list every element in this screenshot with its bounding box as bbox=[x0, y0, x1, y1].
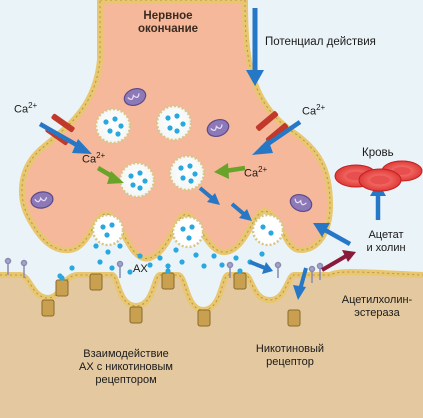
interaction-line1: Взаимодействие bbox=[83, 348, 169, 360]
hydrolysis-arrow bbox=[321, 250, 356, 272]
calcium-charge: 2+ bbox=[28, 101, 38, 110]
interaction-line3: рецептором bbox=[95, 374, 157, 386]
nicotinic-receptors bbox=[41, 268, 301, 327]
synaptic-vesicle-4 bbox=[168, 154, 206, 192]
calcium-influx-arrow-right bbox=[252, 120, 302, 155]
calcium-influx-arrow-left bbox=[38, 122, 92, 154]
calcium-label-right: Ca2+ bbox=[302, 103, 325, 118]
calcium-label-inner-left: Ca2+ bbox=[82, 151, 105, 166]
nicotinic-receptor-label: Никотиновый рецептор bbox=[240, 343, 340, 369]
acetate-choline-label: Ацетат и холин bbox=[357, 229, 415, 255]
synaptic-vesicle-1 bbox=[94, 107, 132, 145]
calcium-charge: 2+ bbox=[258, 165, 268, 174]
interaction-line2: АХ с никотиновым bbox=[78, 361, 173, 373]
diffusion-arrow bbox=[313, 223, 352, 246]
calcium-channel-right bbox=[255, 111, 289, 143]
fusing-vesicle-3 bbox=[251, 213, 285, 247]
ache-line1: Ацетилхолин- bbox=[341, 294, 413, 306]
mitochondrion-1 bbox=[123, 87, 147, 107]
calcium-vesicle-arrow-left bbox=[96, 166, 124, 184]
release-arrows bbox=[198, 186, 273, 274]
receptor-line2: рецептор bbox=[266, 356, 314, 368]
calcium-base: Ca bbox=[14, 103, 29, 116]
muscle-cell bbox=[0, 271, 423, 418]
acetylcholinesterase-molecules bbox=[4, 257, 324, 283]
red-blood-cells bbox=[334, 160, 423, 192]
ach-molecules bbox=[57, 243, 265, 279]
nerve-ending-line1: Нервное bbox=[143, 10, 193, 22]
mitochondrion-3 bbox=[30, 191, 54, 209]
acetate-line1: Ацетат bbox=[368, 229, 404, 241]
ache-line2: эстераза bbox=[354, 307, 400, 319]
mitochondrion-2 bbox=[206, 118, 230, 138]
synaptic-vesicle-2 bbox=[155, 104, 193, 142]
blood-label: Кровь bbox=[362, 147, 394, 159]
interaction-label: Взаимодействие АХ с никотиновым рецептор… bbox=[66, 348, 186, 387]
calcium-label-inner-right: Ca2+ bbox=[244, 165, 267, 180]
synaptic-vesicle-3 bbox=[118, 161, 156, 199]
calcium-base: Ca bbox=[82, 153, 97, 166]
calcium-base: Ca bbox=[244, 167, 259, 180]
nerve-ending-line2: окончание bbox=[137, 23, 199, 35]
fusing-vesicle-1 bbox=[91, 213, 125, 247]
calcium-label-left: Ca2+ bbox=[14, 101, 37, 116]
receptor-line1: Никотиновый bbox=[255, 343, 325, 355]
acetylcholinesterase-label: Ацетилхолин- эстераза bbox=[332, 294, 422, 320]
ach-label: АХ bbox=[133, 263, 148, 275]
calcium-charge: 2+ bbox=[96, 151, 106, 160]
nerve-ending-label: Нервное окончание bbox=[133, 10, 203, 36]
calcium-charge: 2+ bbox=[316, 103, 326, 112]
acetate-line2: и холин bbox=[366, 242, 406, 254]
calcium-vesicle-arrow-right bbox=[214, 163, 246, 179]
mitochondrion-4 bbox=[289, 193, 313, 213]
calcium-base: Ca bbox=[302, 105, 317, 118]
action-potential-label: Потенциал действия bbox=[265, 36, 376, 48]
action-potential-arrow bbox=[246, 8, 264, 86]
binding-arrow bbox=[293, 267, 308, 300]
fusing-vesicle-2 bbox=[171, 215, 205, 249]
